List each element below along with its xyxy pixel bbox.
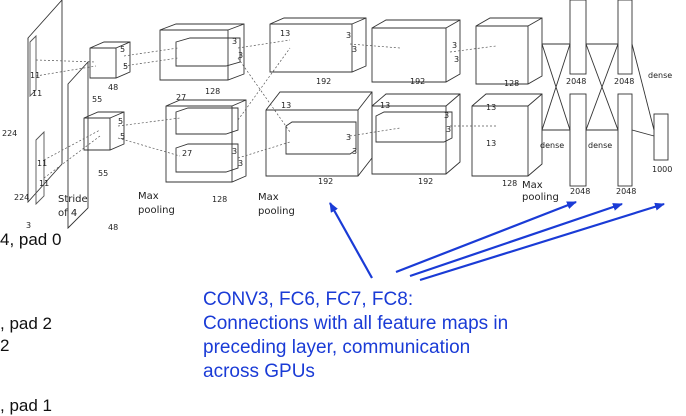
stride-label: Stride [58, 194, 88, 205]
conv4-kernel-label: 3 [452, 41, 457, 50]
conv4-depth-label: 192 [418, 177, 433, 186]
arrow-to-conv3 [329, 202, 373, 279]
conv1-kernel-label: 5 [118, 117, 123, 126]
receptive-field-lines [35, 39, 497, 179]
conv2-depth-label: 128 [205, 87, 220, 96]
max-pooling-label: pooling [258, 206, 295, 217]
max-pooling-label: Max [522, 180, 543, 191]
fc8-size-label: 1000 [652, 165, 672, 174]
kernel-size-label: 11 [37, 159, 47, 168]
conv3-depth-label: 192 [316, 77, 331, 86]
dense-label: dense [540, 141, 564, 150]
conv1-layer [67, 41, 131, 230]
dense-label: dense [588, 141, 612, 150]
conv5-layer [471, 17, 543, 177]
fc6-size-label: 2048 [570, 187, 590, 196]
input-depth-label: 3 [26, 221, 31, 230]
conv1-size-label: 55 [98, 169, 108, 178]
fc7-size-label: 2048 [614, 77, 634, 86]
dense-label: dense [648, 71, 672, 80]
conv4-depth-label: 192 [410, 77, 425, 86]
conv5-depth-label: 128 [502, 179, 517, 188]
conv3-kernel-label: 3 [352, 45, 357, 54]
stride-label: of 4 [58, 208, 77, 219]
kernel-size-label: 11 [32, 89, 42, 98]
dense-connections [541, 43, 655, 137]
caption-line: Connections with all feature maps in [203, 313, 509, 334]
caption-line: CONV3, FC6, FC7, FC8: [203, 289, 414, 310]
conv1-size-label: 55 [92, 95, 102, 104]
caption-line: preceding layer, communication [203, 337, 471, 358]
input-size-label: 224 [14, 193, 29, 202]
conv2-depth-label: 128 [212, 195, 227, 204]
arrow-to-fc7 [409, 202, 623, 278]
conv1-kernel-label: 5 [123, 62, 128, 71]
conv4-kernel-label: 3 [446, 125, 451, 134]
side-note: 2 [0, 336, 10, 355]
input-layer [27, 0, 63, 206]
conv3-size-label: 13 [280, 29, 290, 38]
diagram-labels: 224 224 3 11 11 11 11 55 55 48 48 5 5 5 … [2, 29, 672, 232]
conv4-kernel-label: 3 [454, 55, 459, 64]
conv4-kernel-label: 3 [444, 111, 449, 120]
max-pooling-label: Max [258, 192, 279, 203]
side-note: , pad 1 [0, 396, 52, 415]
conv2-layer [159, 23, 247, 183]
side-note: , pad 2 [0, 314, 52, 333]
caption-line: across GPUs [203, 361, 315, 382]
max-pooling-label: pooling [138, 205, 175, 216]
conv4-layer [371, 19, 461, 175]
conv5-depth-label: 128 [504, 79, 519, 88]
conv3-kernel-label: 3 [346, 31, 351, 40]
arrow-to-fc8 [419, 202, 665, 282]
conv2-kernel-label: 3 [238, 51, 243, 60]
conv1-kernel-label: 5 [120, 132, 125, 141]
max-pooling-label: Max [138, 191, 159, 202]
max-pooling-label: pooling [522, 192, 559, 203]
conv4-size-label: 13 [380, 101, 390, 110]
conv2-kernel-label: 3 [232, 147, 237, 156]
conv2-kernel-label: 3 [238, 159, 243, 168]
conv5-size-label: 13 [486, 103, 496, 112]
input-size-label: 224 [2, 129, 17, 138]
kernel-size-label: 11 [39, 179, 49, 188]
conv3-kernel-label: 3 [346, 133, 351, 142]
annotation-arrows [329, 200, 665, 282]
conv3-kernel-label: 3 [352, 147, 357, 156]
conv2-size-label: 27 [182, 149, 192, 158]
conv3-size-label: 13 [281, 101, 291, 110]
conv2-size-label: 27 [176, 93, 186, 102]
arrow-to-fc6 [395, 200, 577, 274]
caption: CONV3, FC6, FC7, FC8: Connections with a… [203, 288, 603, 384]
fc6-size-label: 2048 [566, 77, 586, 86]
conv1-depth-label: 48 [108, 223, 118, 232]
conv1-kernel-label: 5 [120, 45, 125, 54]
conv5-size-label: 13 [486, 139, 496, 148]
side-note: 4, pad 0 [0, 230, 62, 249]
conv3-depth-label: 192 [318, 177, 333, 186]
conv2-kernel-label: 3 [232, 37, 237, 46]
kernel-size-label: 11 [30, 71, 40, 80]
conv1-depth-label: 48 [108, 83, 118, 92]
fc7-size-label: 2048 [616, 187, 636, 196]
fc-layers [569, 0, 669, 187]
